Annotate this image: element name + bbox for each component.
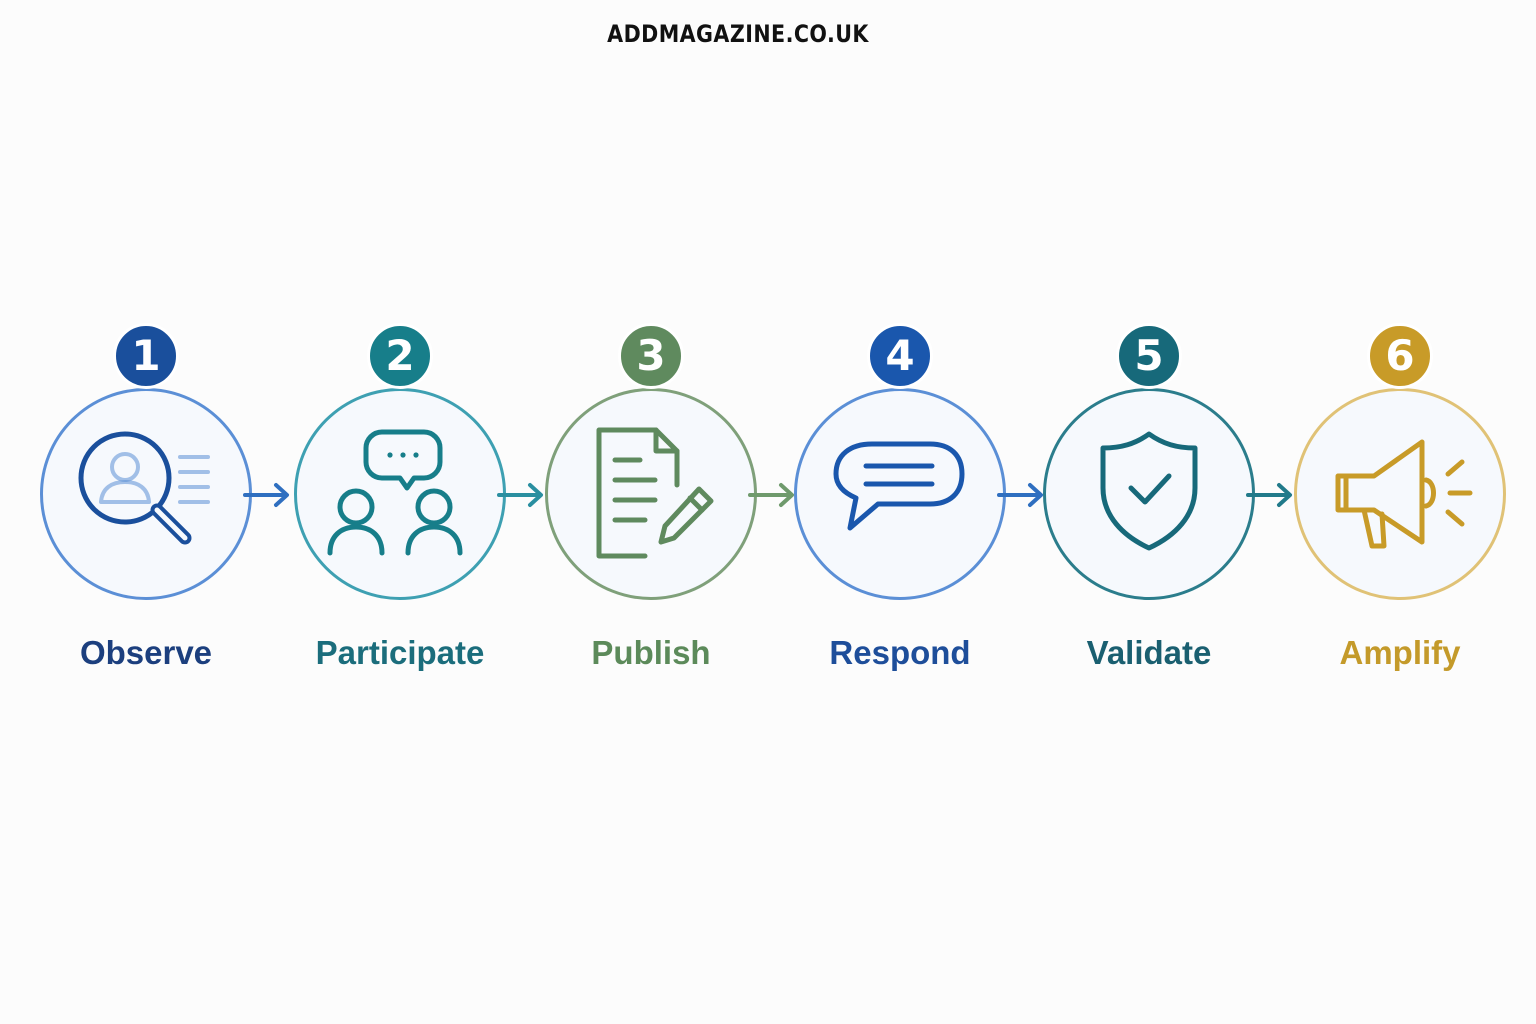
step-number-badge: 4 [867, 323, 933, 389]
step-ring [294, 388, 506, 600]
step-number-badge: 3 [618, 323, 684, 389]
step-participate: 2 Participate [287, 322, 517, 682]
step-number-badge: 5 [1116, 323, 1182, 389]
step-observe: 1 Observe [33, 322, 263, 682]
speech-bubble-icon [833, 441, 965, 531]
connector-arrow-4-5 [997, 483, 1043, 507]
step-number-badge: 1 [113, 323, 179, 389]
connector-arrow-3-4 [748, 483, 794, 507]
step-publish: 3 Publish [538, 322, 768, 682]
connector-arrow-2-3 [497, 483, 543, 507]
step-label: Respond [829, 634, 971, 671]
step-ring [794, 388, 1006, 600]
shield-check-icon [1100, 431, 1198, 551]
connector-arrow-1-2 [243, 483, 289, 507]
step-label: Observe [79, 634, 213, 671]
document-pencil-icon [596, 427, 714, 559]
site-title: ADDMAGAZINE.CO.UK [607, 20, 869, 48]
step-number-badge: 2 [367, 323, 433, 389]
people-chat-icon [327, 429, 463, 556]
step-label: Amplify [1339, 634, 1461, 671]
step-label: Validate [1086, 634, 1212, 671]
megaphone-icon [1335, 439, 1473, 549]
connector-arrow-5-6 [1246, 483, 1292, 507]
magnifier-person-icon [78, 431, 210, 545]
step-respond: 4 Respond [787, 322, 1017, 682]
step-number-badge: 6 [1367, 323, 1433, 389]
step-validate: 5 Validate [1036, 322, 1266, 682]
step-ring [545, 388, 757, 600]
step-label: Participate [315, 634, 485, 671]
step-amplify: 6 Amplify [1287, 322, 1517, 682]
step-label: Publish [591, 634, 711, 671]
